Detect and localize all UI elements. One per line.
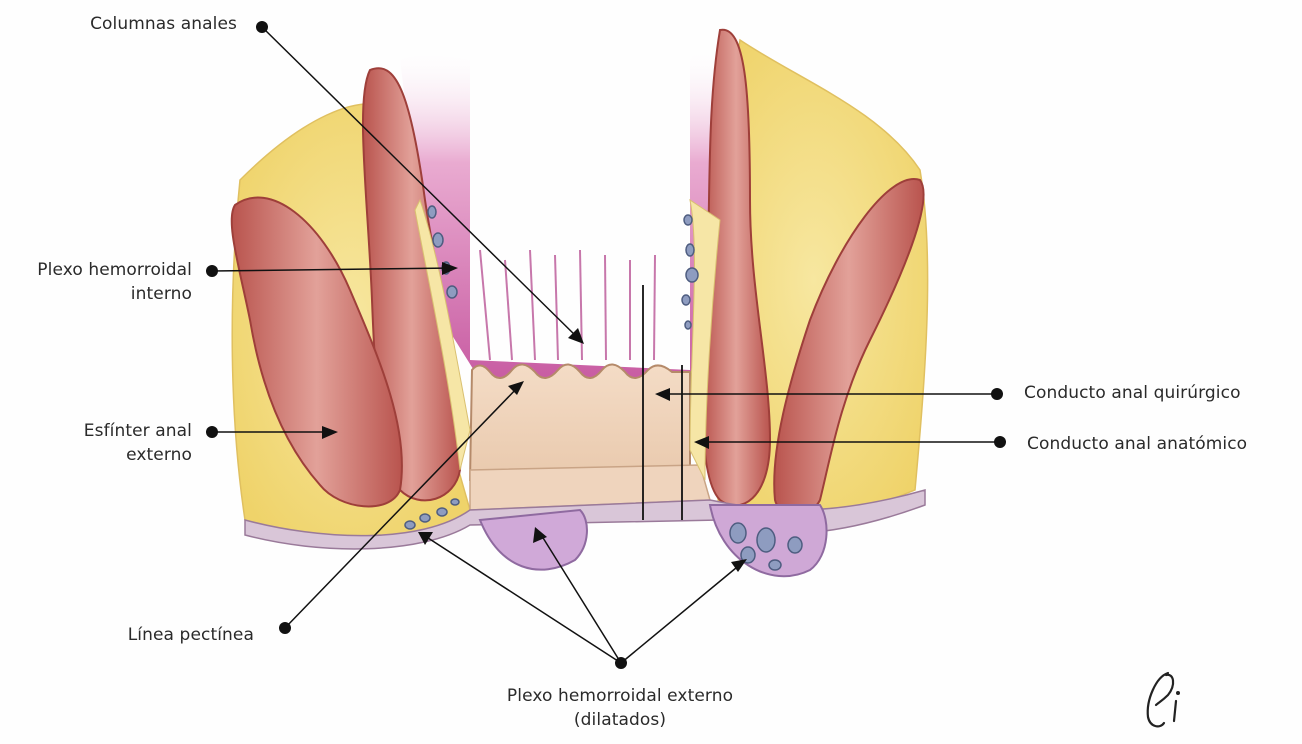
label-conducto-quirurgico: Conducto anal quirúrgico (1024, 381, 1241, 405)
anal-canal (470, 364, 710, 510)
label-esfinter-anal-externo: Esfínter anal externo (0, 419, 192, 467)
label-plexo-interno: Plexo hemorroidal interno (0, 258, 192, 306)
label-columnas-anales: Columnas anales (40, 12, 237, 36)
signature-mark-icon (1138, 665, 1198, 735)
label-plexo-externo: Plexo hemorroidal externo (dilatados) (470, 684, 770, 732)
label-linea-pectinea: Línea pectínea (60, 623, 254, 647)
label-conducto-anatomico: Conducto anal anatómico (1027, 432, 1247, 456)
